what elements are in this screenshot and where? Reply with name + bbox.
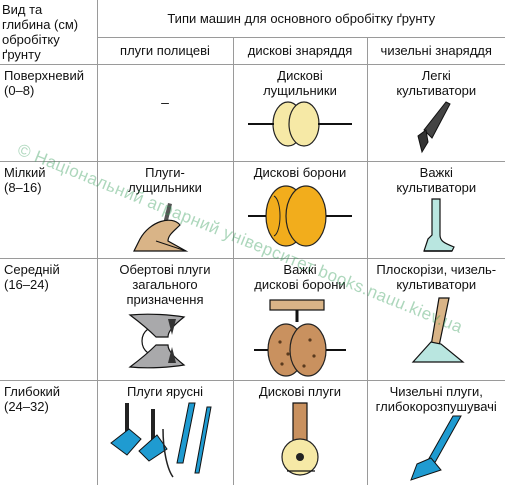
depth-column-header: Вид та глибина (см) обробітку ґрунту <box>0 0 98 65</box>
col-header-plows: плуги полицеві <box>97 36 234 65</box>
skimmer-plow-icon <box>133 202 189 252</box>
machine-label-line: Плуги- <box>145 164 185 180</box>
cell-medium-disc: Важкі дискові борони <box>232 257 368 381</box>
cell-medium-chisel: Плоскорізи, чизель- культиватори <box>366 257 505 381</box>
machine-label-line: культиватори <box>396 179 477 195</box>
depth-range: (24–32) <box>4 398 49 414</box>
depth-name: Мілкий <box>4 164 46 180</box>
machine-label-line: глибокорозпушувачі <box>375 398 497 414</box>
depth-range: (0–8) <box>4 82 35 98</box>
depth-medium: Середній (16–24) <box>0 257 98 381</box>
machine-label-line: дискові борони <box>254 276 346 292</box>
depth-name: Середній <box>4 261 60 277</box>
empty-dash: – <box>161 93 169 110</box>
cell-surface-disc: Дискові лущильники <box>232 63 368 162</box>
depth-range: (8–16) <box>4 179 42 195</box>
depth-deep: Глибокий (24–32) <box>0 379 98 485</box>
machine-label-line: Обертові плуги <box>119 261 211 277</box>
machine-label-line: Важкі <box>283 261 317 277</box>
disc-plow-icon <box>281 401 319 476</box>
machine-label-line: Дискові <box>277 67 323 83</box>
depth-range: (16–24) <box>4 276 49 292</box>
light-disc-harrow-icon <box>248 100 352 147</box>
machine-label-line: Чизельні плуги, <box>389 383 483 399</box>
machine-label-line: культиватори <box>396 276 477 292</box>
reversible-plow-icon <box>128 313 186 368</box>
heavy-cultivator-tine-icon <box>423 197 456 252</box>
machine-label-line: Плуги ярусні <box>126 383 204 399</box>
col-header-disc: дискові знаряддя <box>232 36 368 65</box>
depth-name: Поверхневий <box>4 67 84 83</box>
depth-header-line-4: ґрунту <box>2 47 41 62</box>
machine-label-line: лущильники <box>128 179 202 195</box>
cell-surface-plow: – <box>96 63 234 162</box>
cell-medium-plow: Обертові плуги загального призначення <box>96 257 234 381</box>
machine-label-line: Дискові борони <box>253 164 347 180</box>
depth-header-line-1: Вид та <box>2 2 43 17</box>
machine-label-line: Дискові плуги <box>258 383 342 399</box>
machine-label-line: Плоскорізи, чизель- <box>376 261 497 277</box>
tiered-plow-icon <box>110 402 212 477</box>
machine-label-line: Важкі <box>419 164 453 180</box>
machines-header: Типи машин для основного обробітку ґрунт… <box>96 0 505 38</box>
machine-label-line: Легкі <box>421 67 451 83</box>
machine-label-line: загального <box>132 276 198 292</box>
depth-shallow: Мілкий (8–16) <box>0 160 98 259</box>
depth-surface: Поверхневий (0–8) <box>0 63 98 162</box>
machine-label-line: призначення <box>126 291 204 307</box>
cell-shallow-chisel: Важкі культиватори <box>366 160 505 259</box>
cell-deep-plow: Плуги ярусні <box>96 379 234 485</box>
col-header-chisel: чизельні знаряддя <box>366 36 505 65</box>
chisel-plow-tine-icon <box>410 415 463 481</box>
cell-deep-disc: Дискові плуги <box>232 379 368 485</box>
cell-shallow-disc: Дискові борони <box>232 160 368 259</box>
machine-label-line: лущильники <box>263 82 337 98</box>
cell-surface-chisel: Легкі культиватори <box>366 63 505 162</box>
light-cultivator-tine-icon <box>417 100 451 153</box>
machine-label-line: культиватори <box>396 82 477 98</box>
flat-cutter-tine-icon <box>411 296 465 363</box>
depth-name: Глибокий <box>4 383 61 399</box>
depth-header-line-2: глибина (см) <box>2 17 79 32</box>
depth-header-line-3: обробітку <box>2 32 60 47</box>
brown-heavy-disc-harrow-icon <box>254 298 346 377</box>
cell-shallow-plow: Плуги- лущильники <box>96 160 234 259</box>
cell-deep-chisel: Чизельні плуги, глибокорозпушувачі <box>366 379 505 485</box>
orange-disc-harrow-icon <box>248 184 352 247</box>
